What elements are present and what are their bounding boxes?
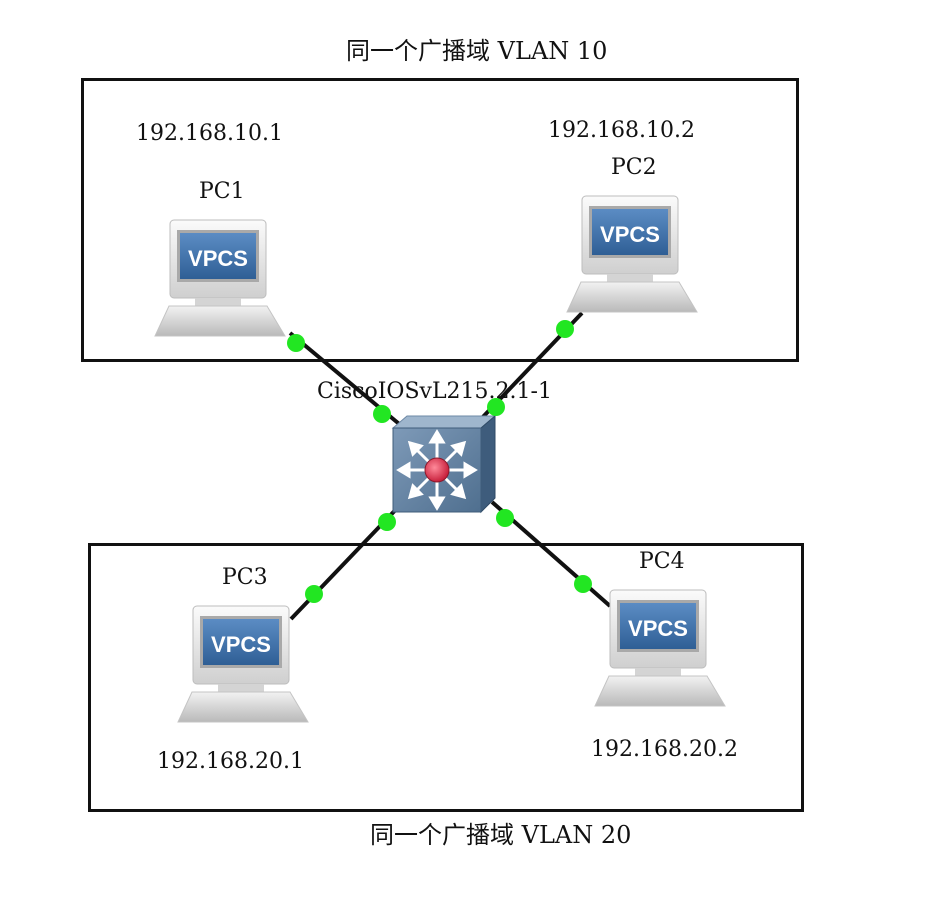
vlan-20-box [88,543,804,812]
switch-name-label: CiscoIOSvL215.2.1-1 [317,379,552,404]
pc3-ip-label: 192.168.20.1 [157,749,304,774]
pc3-name-label: PC3 [222,565,268,590]
status-dot-pc3-switch-end [378,513,396,531]
pc3-screen-text: VPCS [211,632,271,657]
vlan-10-box [81,78,799,362]
status-dot-pc2-switch-end [487,398,505,416]
status-dot-pc4-end [574,575,592,593]
pc3-computer-icon[interactable]: VPCS [177,605,309,723]
vlan-20-title: 同一个广播域 VLAN 20 [370,821,632,849]
pc2-screen-text: VPCS [600,222,660,247]
pc2-computer-icon[interactable]: VPCS [566,195,698,313]
pc1-name-label: PC1 [199,179,245,204]
link-status-dots [287,320,592,603]
pc4-ip-label: 192.168.20.2 [591,737,738,762]
pc1-computer-icon[interactable]: VPCS [154,219,286,337]
status-dot-pc1-switch-end [373,405,391,423]
status-dot-pc1-end [287,334,305,352]
pc4-screen-text: VPCS [628,616,688,641]
status-dot-pc2-end [556,320,574,338]
pc2-ip-label: 192.168.10.2 [548,118,695,143]
status-dot-pc4-switch-end [496,509,514,527]
multilayer-switch-icon[interactable] [391,414,497,514]
pc4-computer-icon[interactable]: VPCS [594,589,726,707]
pc1-screen-text: VPCS [188,246,248,271]
pc1-ip-label: 192.168.10.1 [136,121,283,146]
vlan-10-title: 同一个广播域 VLAN 10 [346,37,608,65]
pc4-name-label: PC4 [639,549,685,574]
status-dot-pc3-end [305,585,323,603]
pc2-name-label: PC2 [611,155,657,180]
